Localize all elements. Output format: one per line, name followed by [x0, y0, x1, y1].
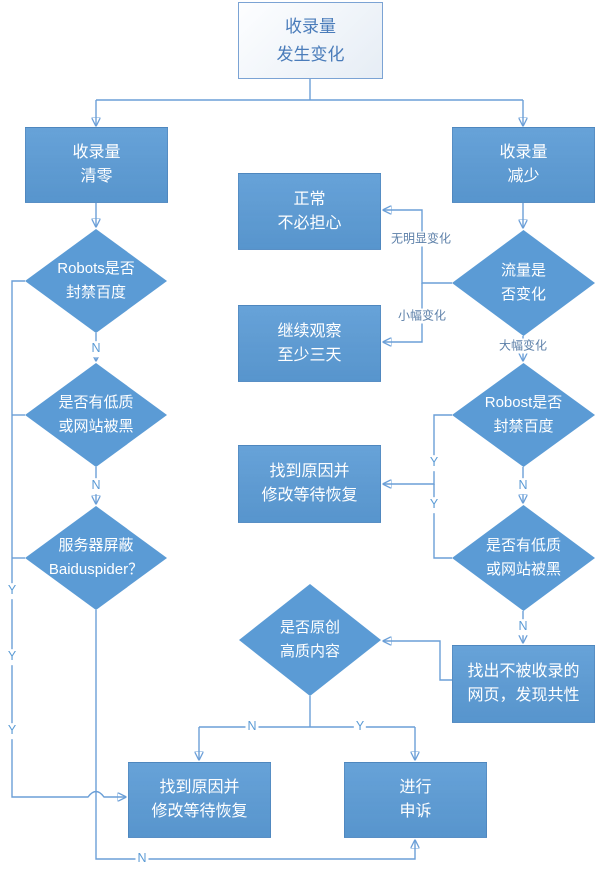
edge-label-small-change: 小幅变化 [395, 308, 449, 324]
edge-label-no-robost-right: N [516, 478, 530, 494]
edge-label-yes-right-rail-1: Y [427, 455, 441, 471]
edge-label-yes-left-rail-3: Y [5, 723, 19, 739]
edge-label-large-change: 大幅变化 [496, 338, 550, 354]
node-index-zero: 收录量 清零 [25, 127, 168, 203]
edge-label-yes-original-content: Y [353, 719, 367, 735]
node-fix-and-wait-bottom: 找到原因并 修改等待恢复 [128, 762, 271, 838]
edge-label-yes-right-rail-2: Y [427, 497, 441, 513]
node-find-unindexed-pages: 找出不被收录的 网页，发现共性 [452, 645, 595, 723]
node-fix-and-wait-middle: 找到原因并 修改等待恢复 [238, 445, 381, 523]
node-normal-no-worry: 正常 不必担心 [238, 173, 381, 250]
node-appeal: 进行 申诉 [344, 762, 487, 838]
connectors [11, 79, 523, 860]
node-start: 收录量 发生变化 [238, 2, 383, 79]
node-keep-observing: 继续观察 至少三天 [238, 305, 381, 382]
edge-label-no-obvious-change: 无明显变化 [388, 231, 454, 247]
edge-label-yes-left-rail-2: Y [5, 649, 19, 665]
edge-label-no-low-quality-right: N [516, 619, 530, 635]
node-index-decrease: 收录量 减少 [452, 127, 595, 203]
edge-label-no-robots-left: N [89, 341, 103, 357]
edge-label-no-original-content: N [245, 719, 259, 735]
edge-label-no-bottom-rail: N [135, 851, 149, 867]
edge-label-no-low-quality-left: N [89, 478, 103, 494]
edge-label-yes-left-rail-1: Y [5, 583, 19, 599]
